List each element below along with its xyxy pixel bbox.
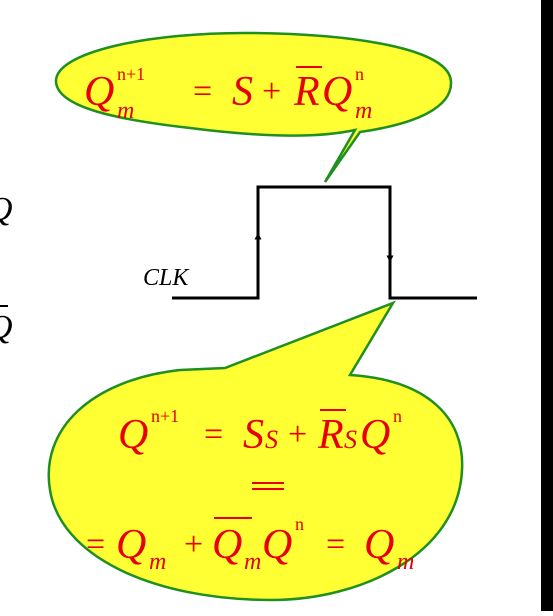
line2-qm: Q [116,522,146,568]
top-s: S [232,69,253,115]
top-q-sub: m [355,98,372,124]
top-eq: = [193,73,212,110]
bottom-formula-line2: = Q m + Q m Q n = Q m [86,514,414,575]
bottom-plus: + [288,416,307,453]
top-q-sup: n [355,64,364,84]
right-edge-strip [541,0,553,611]
top-r: R [293,69,320,115]
bottom-q: Q [360,412,390,458]
left-q-fragment: Q [0,191,13,228]
bottom-s-sub: S [265,425,278,454]
line2-qm-bar: Q [212,522,242,568]
line2-q: Q [262,522,292,568]
line2-result-sub: m [397,549,414,575]
left-qbar-fragment: Q [0,309,13,346]
clk-label: CLK [143,265,190,291]
line2-eq1: = [86,526,105,563]
bottom-r: R [317,412,344,458]
line2-eq2: = [326,526,345,563]
clock-waveform [172,185,477,300]
top-formula: Q n+1 m = S + R Q n m [84,64,372,124]
line2-result-q: Q [364,522,394,568]
top-bubble [54,31,453,183]
line2-qm-bar-sub: m [244,549,261,575]
bottom-lhs-q: Q [118,412,148,458]
top-plus: + [262,73,281,110]
bottom-r-sub: S [344,425,357,454]
line2-qm-sub: m [149,549,166,575]
line2-q-sup: n [295,514,304,534]
bottom-bubble [47,300,464,602]
bottom-eq: = [204,416,223,453]
top-q: Q [322,69,352,115]
top-lhs-q: Q [84,69,114,115]
bottom-q-sup: n [393,406,402,426]
top-lhs-sup: n+1 [117,64,145,84]
bottom-s: S [243,412,264,458]
top-lhs-sub: m [117,98,134,124]
bottom-lhs-sup: n+1 [151,406,179,426]
line2-plus: + [184,526,203,563]
bottom-formula-line1: Q n+1 = S S + R S Q n [118,406,402,458]
